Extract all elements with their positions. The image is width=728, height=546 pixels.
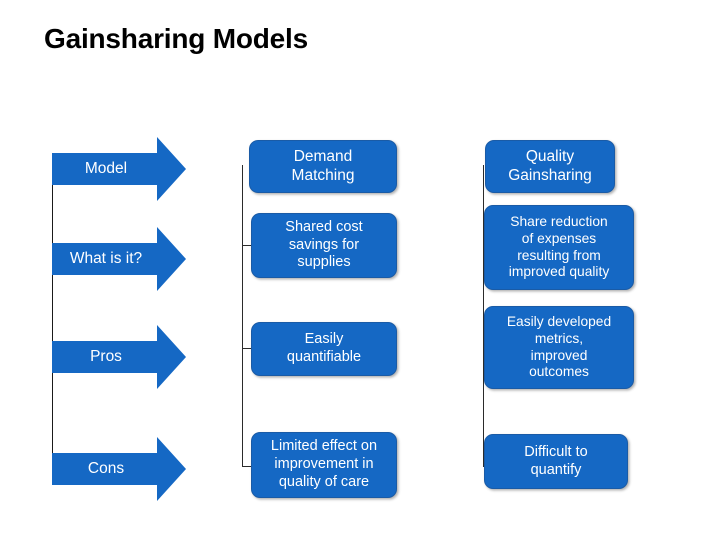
cell-demand-matching-what-is-it[interactable]: Shared cost savings for supplies <box>251 213 397 278</box>
column-header-demand-matching[interactable]: Demand Matching <box>249 140 397 193</box>
connector-branch-demand-matching-1 <box>242 245 255 246</box>
row-label-pros[interactable]: Pros <box>52 325 186 389</box>
cell-demand-matching-cons[interactable]: Limited effect on improvement in quality… <box>251 432 397 498</box>
column-header-quality-gainsharing[interactable]: Quality Gainsharing <box>485 140 615 193</box>
page-title: Gainsharing Models <box>44 23 308 54</box>
left-spine-line <box>52 168 53 468</box>
row-label-cons[interactable]: Cons <box>52 437 186 501</box>
cell-quality-gainsharing-what-is-it[interactable]: Share reduction of expenses resulting fr… <box>484 205 634 290</box>
connector-trunk-demand-matching <box>242 165 243 466</box>
row-label-what-is-it[interactable]: What is it? <box>52 227 186 291</box>
arrow-right-icon <box>52 437 186 501</box>
cell-demand-matching-pros[interactable]: Easily quantifiable <box>251 322 397 376</box>
arrow-right-icon <box>52 137 186 201</box>
arrow-right-icon <box>52 227 186 291</box>
connector-branch-demand-matching-3 <box>242 466 255 467</box>
cell-quality-gainsharing-pros[interactable]: Easily developed metrics, improved outco… <box>484 306 634 389</box>
cell-quality-gainsharing-cons[interactable]: Difficult to quantify <box>484 434 628 489</box>
arrow-right-icon <box>52 325 186 389</box>
row-label-model[interactable]: Model <box>52 137 186 201</box>
connector-trunk-quality-gainsharing <box>483 165 484 466</box>
connector-branch-demand-matching-2 <box>242 348 255 349</box>
